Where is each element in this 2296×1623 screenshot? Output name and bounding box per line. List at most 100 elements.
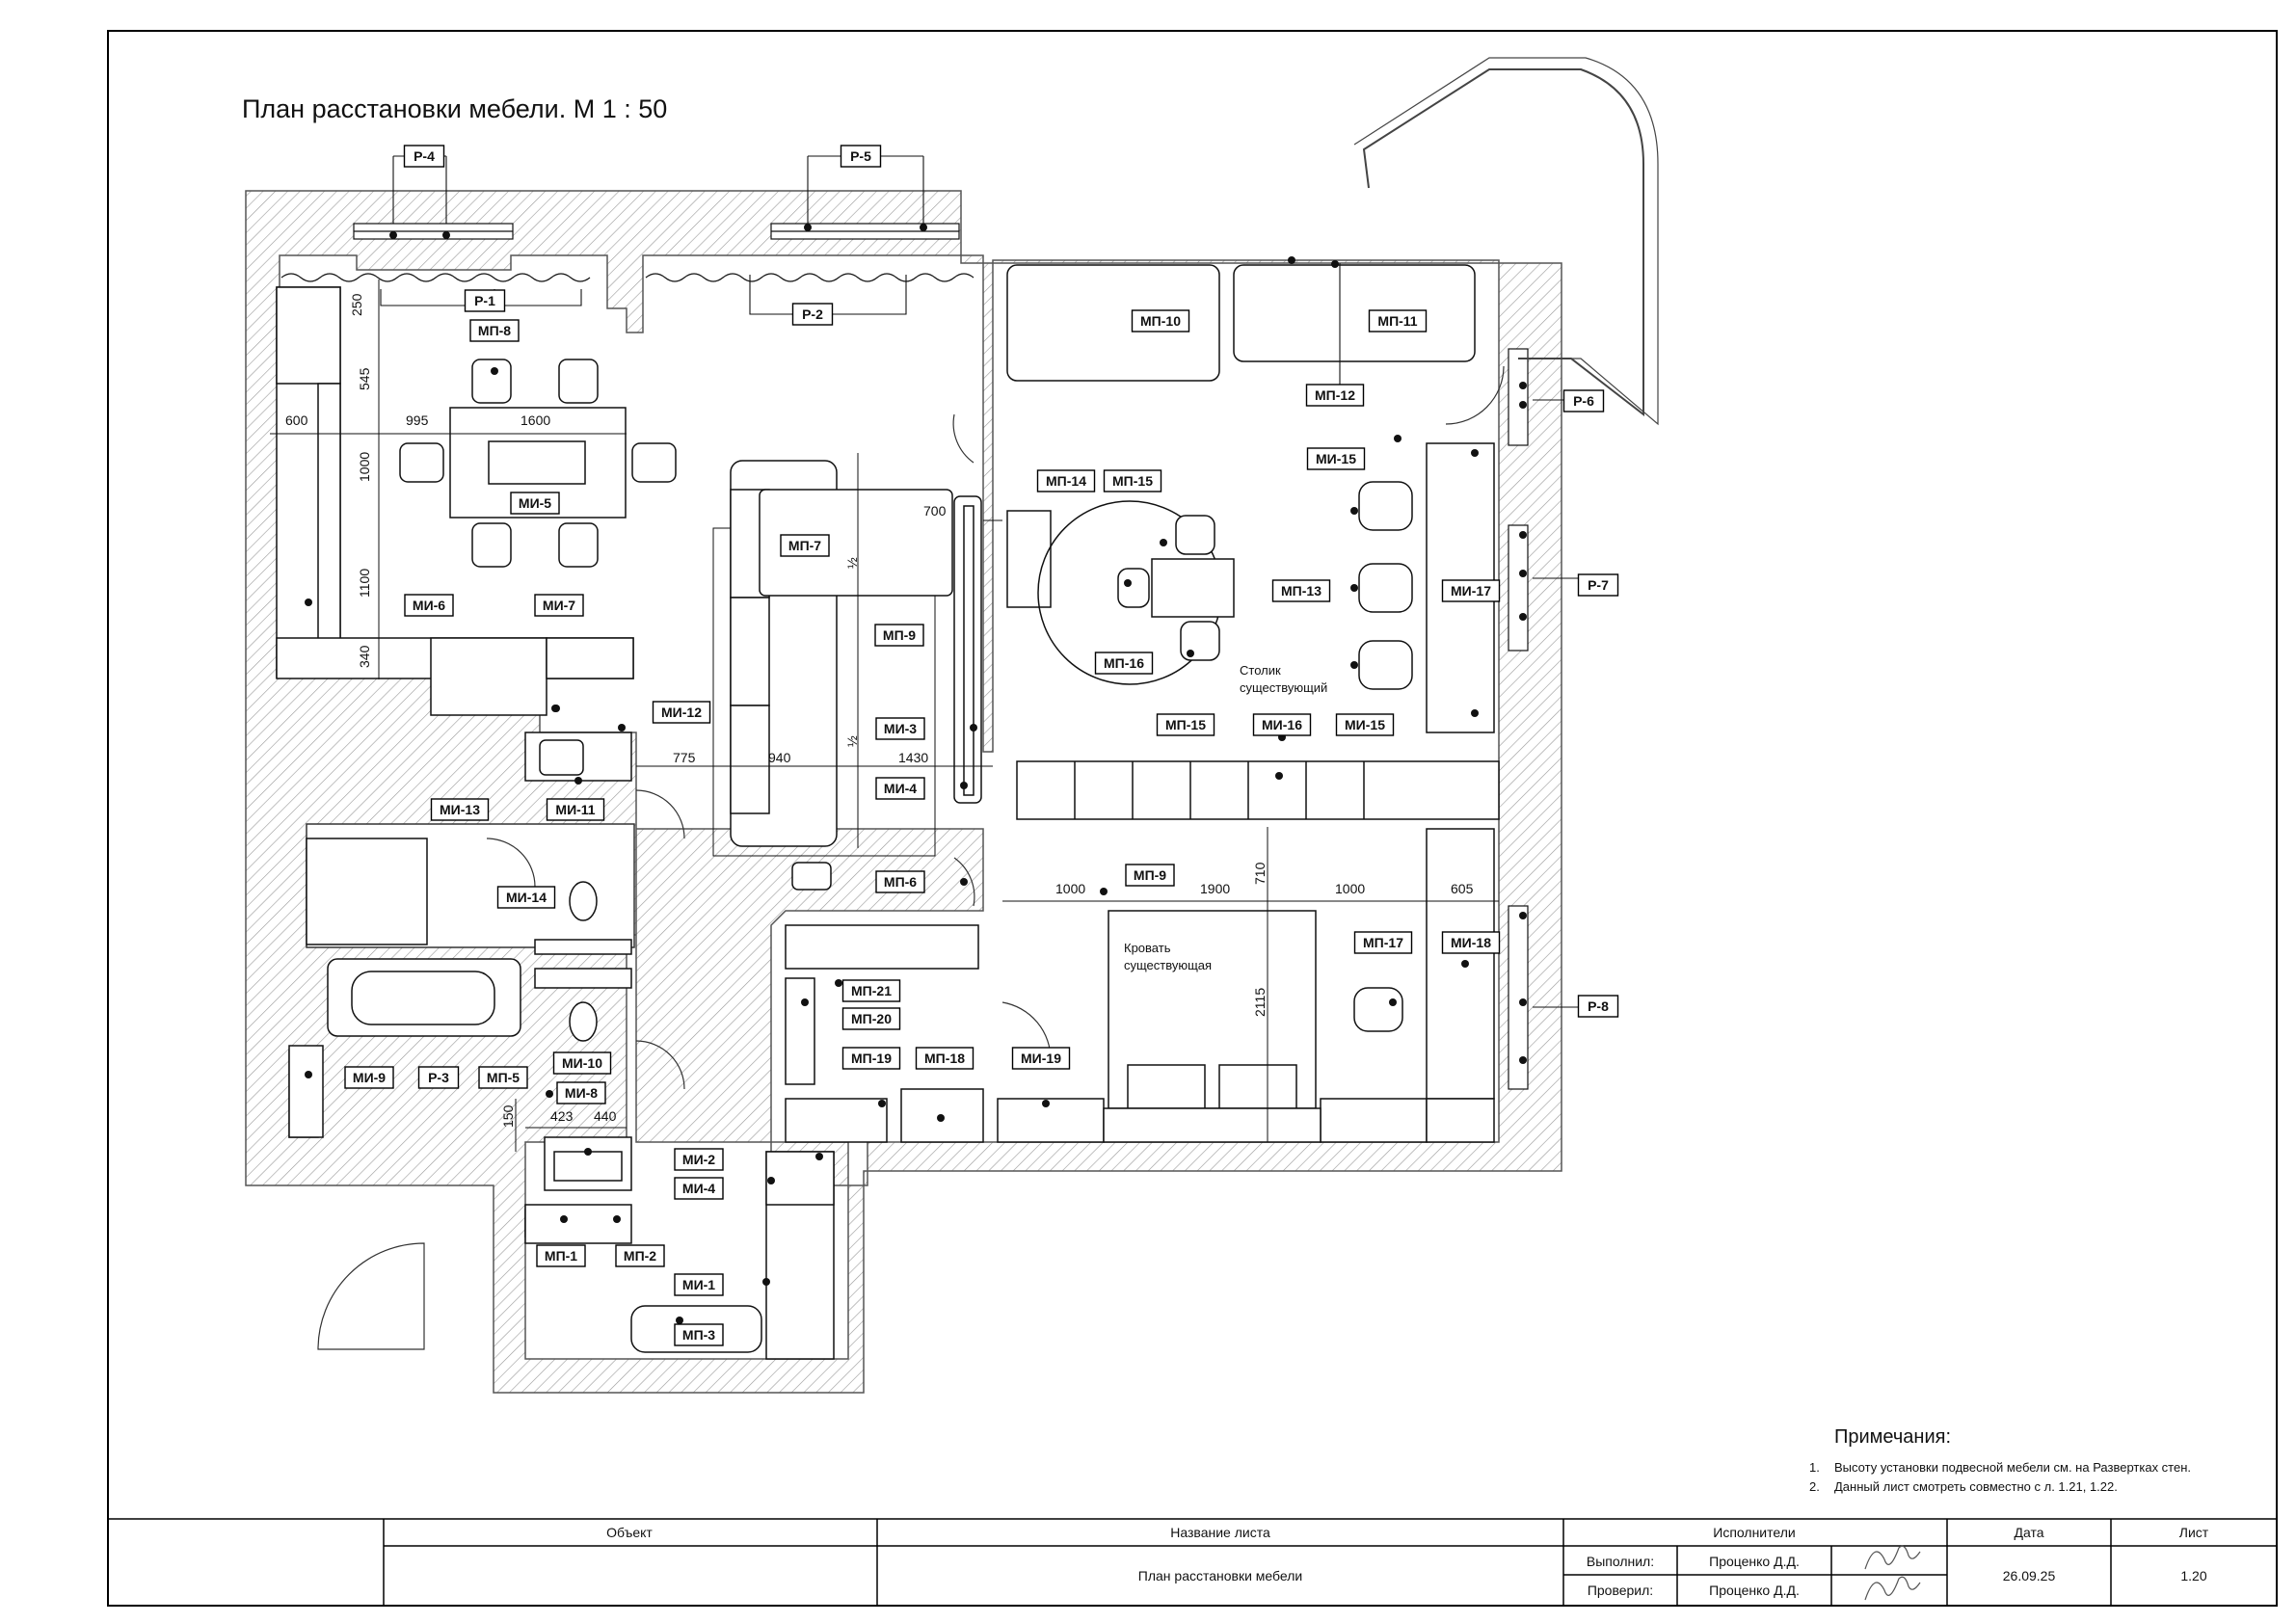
dim-150: 150 bbox=[500, 1104, 516, 1128]
dim-605: 605 bbox=[1451, 881, 1474, 896]
tb-checked-label: Проверил: bbox=[1588, 1583, 1653, 1598]
label-mp9a: МП-9 bbox=[874, 624, 924, 647]
dim-995: 995 bbox=[406, 412, 429, 428]
label-box-p6 bbox=[1562, 389, 1605, 412]
doors bbox=[317, 365, 1505, 1350]
label-mi3: МИ-3 bbox=[875, 717, 925, 740]
label-mp10: МП-10 bbox=[1131, 309, 1190, 333]
tb-sheet-name: План расстановки мебели bbox=[1138, 1568, 1302, 1583]
label-box-p2 bbox=[791, 303, 834, 326]
label-mi10: МИ-10 bbox=[552, 1051, 612, 1075]
label-box-mi5 bbox=[510, 492, 560, 515]
dim-710: 710 bbox=[1252, 862, 1268, 885]
label-p3: Р-3 bbox=[417, 1066, 460, 1089]
label-mp8: МП-8 bbox=[469, 319, 520, 342]
label-mi4b: МИ-4 bbox=[674, 1177, 724, 1200]
label-box-mp13 bbox=[1271, 579, 1331, 602]
label-box-mp15a bbox=[1103, 469, 1162, 492]
label-text-mi18: МИ-18 bbox=[1451, 935, 1491, 950]
label-text-mp13: МП-13 bbox=[1281, 583, 1322, 599]
label-mp18: МП-18 bbox=[915, 1047, 974, 1070]
label-p6: Р-6 bbox=[1562, 389, 1605, 412]
dimension-lines bbox=[270, 279, 1499, 1152]
label-text-p6: Р-6 bbox=[1573, 393, 1594, 409]
dim-half-2: ½ bbox=[844, 735, 860, 747]
label-p1: Р-1 bbox=[464, 289, 506, 312]
label-mp5: МП-5 bbox=[478, 1066, 528, 1089]
label-mp11: МП-11 bbox=[1368, 309, 1428, 333]
annotations: Столик существующий Кровать существующая bbox=[1124, 663, 1327, 972]
label-mp3: МП-3 bbox=[674, 1323, 724, 1346]
label-text-mi4a: МИ-4 bbox=[884, 781, 917, 796]
label-mi6: МИ-6 bbox=[404, 594, 454, 617]
label-mi11: МИ-11 bbox=[546, 798, 605, 821]
label-box-mp8 bbox=[469, 319, 520, 342]
label-box-mp11 bbox=[1368, 309, 1428, 333]
label-mi15a: МИ-15 bbox=[1306, 447, 1366, 470]
label-text-mi11: МИ-11 bbox=[555, 802, 595, 817]
label-text-mp3: МП-3 bbox=[682, 1327, 715, 1343]
label-mp15b: МП-15 bbox=[1156, 713, 1215, 736]
dim-1000-b: 1000 bbox=[1335, 881, 1365, 896]
label-text-p8: Р-8 bbox=[1588, 998, 1609, 1014]
label-mi12: МИ-12 bbox=[652, 701, 711, 724]
label-text-p2: Р-2 bbox=[802, 306, 823, 322]
label-text-p7: Р-7 bbox=[1588, 577, 1609, 593]
label-mp16: МП-16 bbox=[1094, 652, 1154, 675]
label-mi16: МИ-16 bbox=[1252, 713, 1312, 736]
dim-half-1: ½ bbox=[844, 557, 860, 569]
label-text-mp9b: МП-9 bbox=[1134, 867, 1166, 883]
dim-1000-vertical: 1000 bbox=[357, 452, 372, 482]
tb-checked-name: Проценко Д.Д. bbox=[1709, 1583, 1800, 1598]
label-mi7: МИ-7 bbox=[534, 594, 584, 617]
label-text-p3: Р-3 bbox=[428, 1070, 449, 1085]
title-block bbox=[108, 1518, 2277, 1606]
label-box-mi10 bbox=[552, 1051, 612, 1075]
tb-performed-name: Проценко Д.Д. bbox=[1709, 1554, 1800, 1569]
label-text-p4: Р-4 bbox=[414, 148, 435, 164]
label-box-mi11 bbox=[546, 798, 605, 821]
label-mp17: МП-17 bbox=[1353, 931, 1413, 954]
dim-1900: 1900 bbox=[1200, 881, 1230, 896]
label-mp19: МП-19 bbox=[841, 1047, 901, 1070]
label-text-mp15b: МП-15 bbox=[1165, 717, 1206, 732]
label-box-mi7 bbox=[534, 594, 584, 617]
label-box-mi1 bbox=[674, 1273, 724, 1296]
dim-1430: 1430 bbox=[898, 750, 928, 765]
dim-1600: 1600 bbox=[521, 412, 550, 428]
label-mp2: МП-2 bbox=[615, 1244, 665, 1267]
kitchen-furniture bbox=[276, 286, 677, 716]
label-box-p4 bbox=[403, 145, 445, 168]
dim-1000-a: 1000 bbox=[1055, 881, 1085, 896]
bedroom-2-furniture bbox=[997, 828, 1495, 1143]
label-text-mi16: МИ-16 bbox=[1262, 717, 1302, 732]
label-mp20: МП-20 bbox=[841, 1007, 901, 1030]
label-box-mp9b bbox=[1125, 864, 1175, 887]
label-box-mp19 bbox=[841, 1047, 901, 1070]
label-box-mi3 bbox=[875, 717, 925, 740]
label-box-mp12 bbox=[1305, 384, 1365, 407]
label-text-mp9a: МП-9 bbox=[883, 627, 916, 643]
label-mp12: МП-12 bbox=[1305, 384, 1365, 407]
label-text-mp10: МП-10 bbox=[1140, 313, 1181, 329]
label-mi9: МИ-9 bbox=[344, 1066, 394, 1089]
signature-1 bbox=[1864, 1545, 1921, 1601]
label-text-mp11: МП-11 bbox=[1377, 313, 1417, 329]
label-text-p1: Р-1 bbox=[474, 293, 495, 308]
dim-1100: 1100 bbox=[357, 569, 372, 598]
label-text-mi13: МИ-13 bbox=[440, 802, 480, 817]
label-text-mp14: МП-14 bbox=[1046, 473, 1086, 489]
tb-date: 26.09.25 bbox=[2003, 1568, 2056, 1583]
label-p5: Р-5 bbox=[840, 145, 882, 168]
label-mp14: МП-14 bbox=[1036, 469, 1096, 492]
label-box-mp9a bbox=[874, 624, 924, 647]
dim-775: 775 bbox=[673, 750, 696, 765]
label-text-mp18: МП-18 bbox=[924, 1051, 965, 1066]
label-box-mi6 bbox=[404, 594, 454, 617]
label-text-mi4b: МИ-4 bbox=[682, 1181, 715, 1196]
label-text-mp12: МП-12 bbox=[1315, 387, 1355, 403]
leader-dots bbox=[305, 224, 1527, 1324]
dim-250: 250 bbox=[349, 293, 364, 316]
title-block-text: Объект Название листа Исполнители Дата Л… bbox=[606, 1525, 2209, 1598]
